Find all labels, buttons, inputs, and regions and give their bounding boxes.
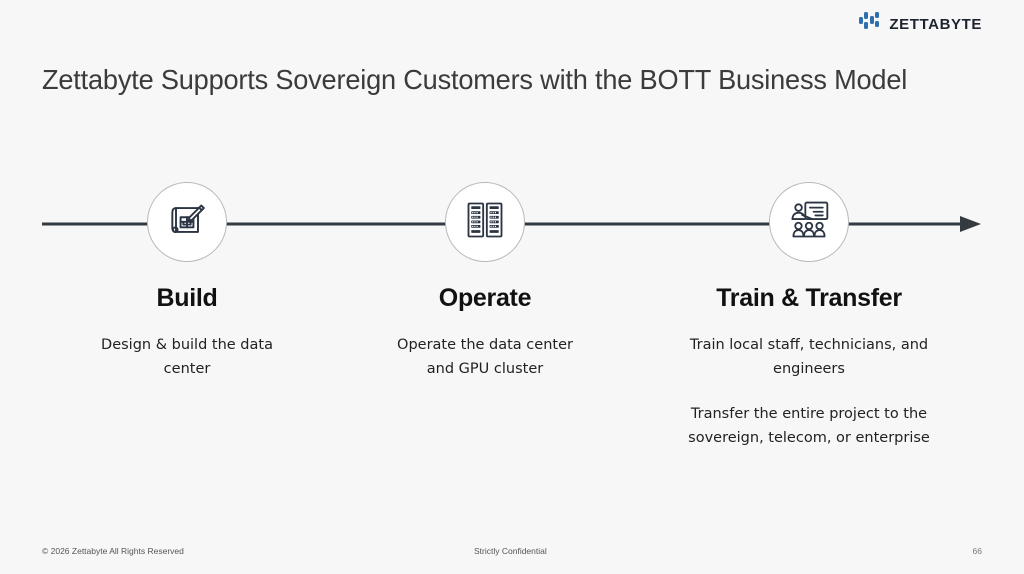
stage-build-icon-circle[interactable] [147,182,227,262]
slide-title: Zettabyte Supports Sovereign Customers w… [42,64,908,95]
slide-footer: © 2026 Zettabyte All Rights Reserved Str… [0,546,1024,560]
footer-copyright: © 2026 Zettabyte All Rights Reserved [42,546,184,556]
zettabyte-dots-logo-icon [859,12,881,36]
stage-train-transfer-description-2: Transfer the entire project to the sover… [688,406,930,446]
stage-train-transfer[interactable]: Train & Transfer Train local staff, tech… [659,182,959,450]
stage-build-description: Design & build the data center [101,337,273,377]
stage-train-transfer-description-1: Train local staff, technicians, and engi… [689,337,929,377]
footer-page-number: 66 [972,546,982,556]
stage-build-heading: Build [156,284,218,312]
server-rack-icon [463,198,507,246]
brand-name: ZETTABYTE [889,15,982,33]
stage-train-transfer-heading: Train & Transfer [716,284,902,312]
footer-confidentiality: Strictly Confidential [474,546,547,556]
stage-operate-description: Operate the data center and GPU cluster [397,337,573,377]
brand-logo: ZETTABYTE [859,12,982,36]
stage-operate[interactable]: Operate Operate the data center and GPU … [385,182,585,381]
stage-operate-icon-circle[interactable] [445,182,525,262]
stage-train-transfer-icon-circle[interactable] [769,182,849,262]
training-presentation-icon [787,198,831,246]
stage-build[interactable]: Build Design & build the data center [87,182,287,381]
stage-operate-heading: Operate [438,284,532,312]
blueprint-pencil-icon [165,198,209,246]
